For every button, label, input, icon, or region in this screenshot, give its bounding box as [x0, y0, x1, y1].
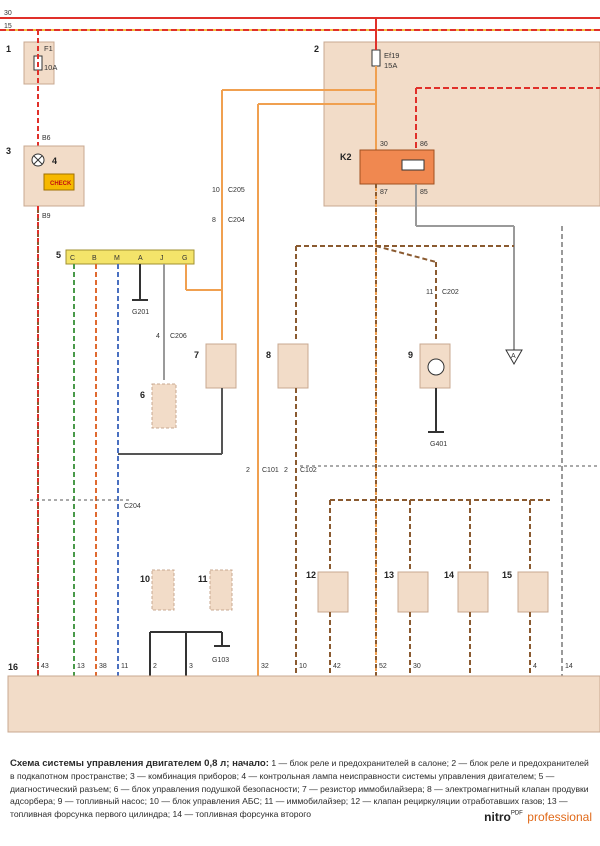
c204-pin: 8 [212, 217, 216, 224]
block-16-pin: 32 [261, 663, 269, 670]
block-5-number: 5 [56, 250, 61, 260]
component-15 [517, 571, 549, 613]
block-16 [7, 675, 600, 733]
connector-c101: C101 [262, 467, 279, 474]
block-16-pin: 43 [41, 663, 49, 670]
fuse-ef19-icon [371, 49, 381, 67]
block-5-connector [65, 249, 195, 265]
pin-b9: B9 [42, 213, 51, 220]
pin-b6: B6 [42, 135, 51, 142]
block-16-pin: 42 [333, 663, 341, 670]
block-3-number: 3 [6, 146, 11, 156]
diag-pin-a: A [138, 255, 143, 262]
relay-coil-icon [401, 159, 425, 171]
component-9-number: 9 [408, 350, 413, 360]
component-12-number: 12 [306, 570, 316, 580]
c206-pin: 4 [156, 333, 160, 340]
block-16-pin-labels: 43 13 38 11 2 3 32 10 42 52 30 4 14 [41, 663, 573, 670]
c202-pin: 11 [426, 289, 433, 296]
relay-pin-87: 87 [380, 189, 388, 196]
c101-pin: 2 [246, 467, 250, 474]
block-2-number: 2 [314, 44, 319, 54]
rail-30-label: 30 [4, 10, 12, 17]
block-16-pin: 38 [99, 663, 107, 670]
logo-brand: nitro [484, 810, 511, 824]
ground-g401: G401 [430, 441, 447, 448]
logo-product: professional [527, 810, 592, 824]
block-16-pin: 14 [565, 663, 573, 670]
caption-title: Схема системы управления двигателем 0,8 … [10, 758, 269, 769]
component-6 [151, 383, 177, 429]
figure-caption: Схема системы управления двигателем 0,8 … [10, 757, 594, 820]
rail-15-label: 15 [4, 23, 12, 30]
c205-pin: 10 [212, 187, 220, 194]
component-7 [205, 343, 237, 389]
check-engine-text: CHECK [50, 181, 72, 187]
caption-text: 1 — блок реле и предохранителей в салоне… [10, 758, 589, 819]
c102-pin: 2 [284, 467, 288, 474]
wiring-diagram: 30 15 1 F1 10A 3 4 CHECK B6 B9 2 Ef19 15… [0, 10, 600, 733]
connector-c205: C205 [228, 187, 245, 194]
relay-k2-label: K2 [340, 152, 352, 162]
fuse-f1-rating: 10A [44, 63, 57, 72]
component-10-number: 10 [140, 574, 150, 584]
component-8 [277, 343, 309, 389]
block-16-pin: 13 [77, 663, 85, 670]
block-16-pin: 3 [189, 663, 193, 670]
block-16-pin: 2 [153, 663, 157, 670]
component-13-number: 13 [384, 570, 394, 580]
diag-pin-m: M [114, 255, 120, 262]
fuse-ef19-rating: 15A [384, 61, 397, 70]
arrow-a-label: A [511, 353, 516, 360]
connector-c204-lower: C204 [124, 503, 141, 510]
diag-pin-j: J [160, 255, 164, 262]
component-6-number: 6 [140, 390, 145, 400]
fuel-pump-motor-icon [427, 358, 445, 376]
check-engine-icon [43, 173, 75, 191]
logo-sup: PDF [510, 810, 523, 817]
diag-pin-b: B [92, 255, 97, 262]
diag-pin-c: C [70, 255, 75, 262]
connector-c204: C204 [228, 217, 245, 224]
component-11 [209, 569, 233, 611]
relay-pin-86: 86 [420, 141, 428, 148]
block-16-pin: 30 [413, 663, 421, 670]
block-16-pin: 10 [299, 663, 307, 670]
diag-pin-g: G [182, 255, 187, 262]
relay-pin-85: 85 [420, 189, 428, 196]
component-14-number: 14 [444, 570, 454, 580]
ground-g103: G103 [212, 657, 229, 664]
component-7-number: 7 [194, 350, 199, 360]
component-14 [457, 571, 489, 613]
component-8-number: 8 [266, 350, 271, 360]
block-1-number: 1 [6, 44, 11, 54]
nitro-pdf-logo: nitroPDF professional [484, 808, 592, 826]
block-16-pin: 52 [379, 663, 387, 670]
block-16-number: 16 [8, 662, 18, 672]
component-10 [151, 569, 175, 611]
block-16-pin: 11 [121, 663, 128, 670]
connector-c202: C202 [442, 289, 459, 296]
fuse-ef19-label: Ef19 [384, 51, 399, 60]
component-12 [317, 571, 349, 613]
ground-g201: G201 [132, 309, 149, 316]
arrow-a-icon [505, 349, 523, 366]
fuse-f1-label: F1 [44, 44, 53, 53]
connector-c206: C206 [170, 333, 187, 340]
connector-c102: C102 [300, 467, 317, 474]
relay-pin-30: 30 [380, 141, 388, 148]
component-15-number: 15 [502, 570, 512, 580]
block-16-pin: 4 [533, 663, 537, 670]
component-13 [397, 571, 429, 613]
component-11-number: 11 [198, 574, 208, 584]
lamp-4-number: 4 [52, 156, 57, 166]
